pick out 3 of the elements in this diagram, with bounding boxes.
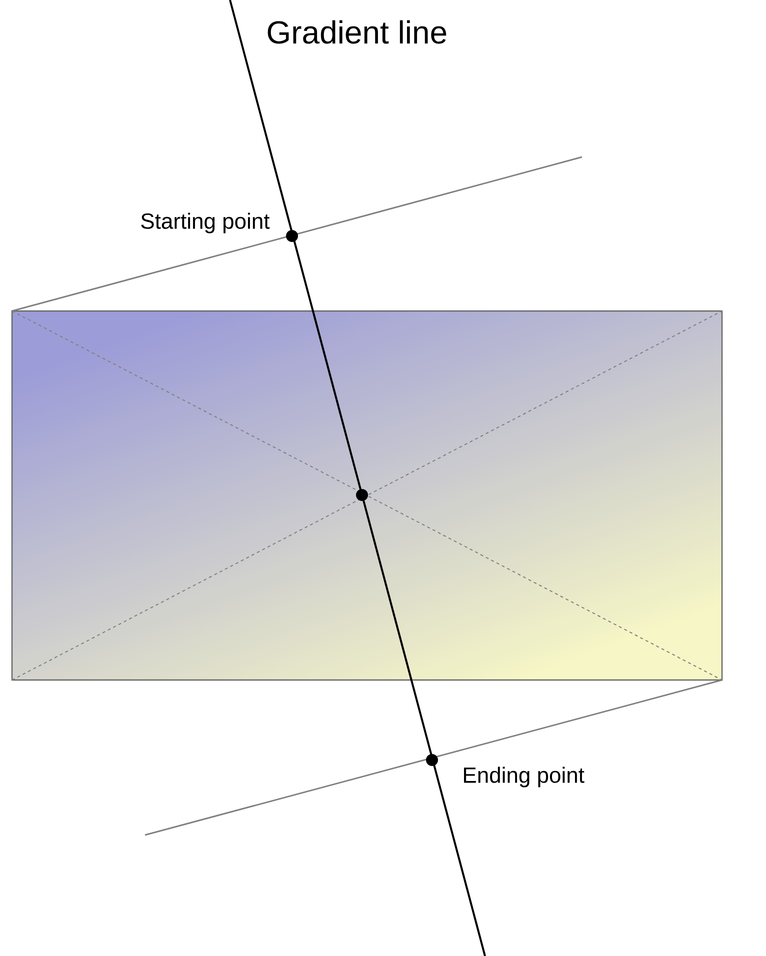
- title-label: Gradient line: [268, 20, 446, 44]
- point-label: Ending point: [464, 766, 584, 788]
- point-label: Starting point: [141, 212, 270, 234]
